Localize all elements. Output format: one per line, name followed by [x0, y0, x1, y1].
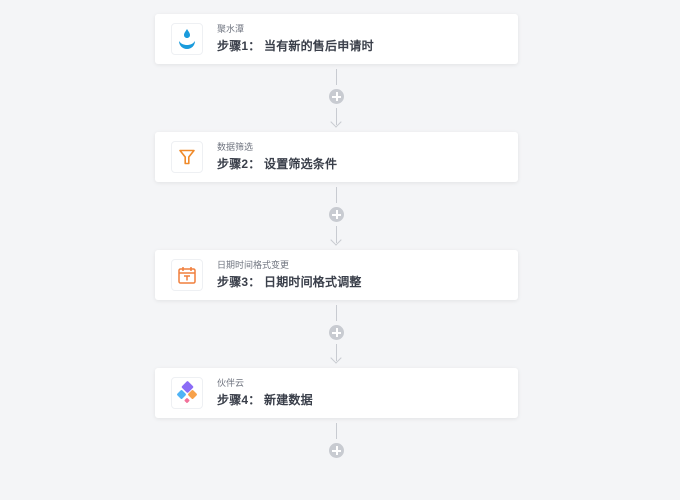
app-icon-box [171, 23, 203, 55]
connector-line [336, 344, 337, 361]
app-icon-box [171, 377, 203, 409]
step-title: 步骤1： 当有新的售后申请时 [217, 39, 374, 53]
calendar-icon [178, 267, 196, 284]
step-title: 步骤3： 日期时间格式调整 [217, 275, 362, 289]
step-connector [155, 300, 518, 368]
app-name: 日期时间格式变更 [217, 260, 290, 270]
step-card-4[interactable]: 伙伴云 步骤4： 新建数据 [155, 368, 518, 418]
connector-line [336, 423, 337, 439]
app-icon-box [171, 141, 203, 173]
workflow-canvas: 聚水潭 步骤1： 当有新的售后申请时 数据筛选 步骤2： 设置筛选条件 [155, 14, 518, 486]
connector-line [336, 305, 337, 321]
step-connector [155, 64, 518, 132]
step-connector-end [155, 418, 518, 486]
arrow-down-icon [330, 234, 342, 246]
step-card-3[interactable]: 日期时间格式变更 步骤3： 日期时间格式调整 [155, 250, 518, 300]
plus-circle-icon[interactable] [329, 443, 344, 458]
water-drop-icon [179, 29, 195, 49]
connector-line [336, 108, 337, 125]
huoban-cloud-logo-icon [177, 381, 197, 403]
app-icon-box [171, 259, 203, 291]
filter-funnel-icon [179, 149, 195, 165]
app-name: 伙伴云 [217, 378, 245, 388]
step-card-1[interactable]: 聚水潭 步骤1： 当有新的售后申请时 [155, 14, 518, 64]
connector-line [336, 226, 337, 243]
plus-circle-icon[interactable] [329, 207, 344, 222]
step-title: 步骤4： 新建数据 [217, 393, 313, 407]
connector-line [336, 187, 337, 203]
plus-circle-icon[interactable] [329, 89, 344, 104]
app-name: 数据筛选 [217, 142, 254, 152]
plus-circle-icon[interactable] [329, 325, 344, 340]
step-title: 步骤2： 设置筛选条件 [217, 157, 338, 171]
app-name: 聚水潭 [217, 24, 245, 34]
arrow-down-icon [330, 352, 342, 364]
step-connector [155, 182, 518, 250]
connector-line [336, 69, 337, 85]
arrow-down-icon [330, 116, 342, 128]
step-card-2[interactable]: 数据筛选 步骤2： 设置筛选条件 [155, 132, 518, 182]
